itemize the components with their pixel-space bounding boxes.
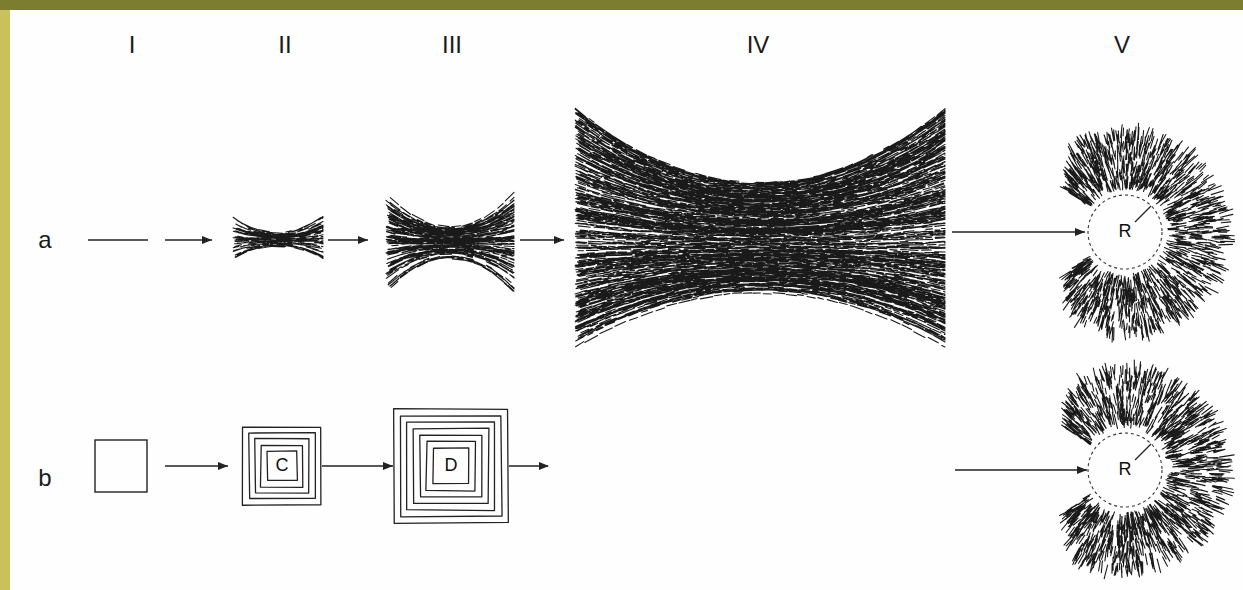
stage-arrow xyxy=(952,231,1085,233)
square-ring xyxy=(407,422,495,511)
arrow-head xyxy=(539,462,549,470)
stage-numeral: I xyxy=(129,32,136,58)
square-ring xyxy=(267,451,297,480)
dashed-circle xyxy=(1088,433,1162,507)
fiber-illustration xyxy=(233,108,1235,578)
node-letter: R xyxy=(1119,460,1132,480)
stage-numeral: II xyxy=(278,32,291,58)
square-ring xyxy=(249,433,316,499)
stage-numeral: IV xyxy=(747,32,770,58)
connector-line xyxy=(322,465,393,467)
node-letter: R xyxy=(1119,222,1132,242)
square-ring xyxy=(433,448,469,484)
dashed-circle xyxy=(1088,195,1162,269)
stage-line xyxy=(88,239,148,241)
stage-arrow xyxy=(165,465,228,467)
square-ring xyxy=(261,445,303,487)
stage-arrow xyxy=(520,239,564,241)
square-ring xyxy=(413,428,489,503)
node-letter: D xyxy=(445,456,458,476)
radius-line xyxy=(1135,444,1151,460)
row-letter: a xyxy=(38,227,51,253)
square-ring xyxy=(420,435,482,497)
stage-numeral: V xyxy=(1114,32,1130,58)
square-outline xyxy=(95,440,147,492)
row-letter: b xyxy=(38,465,51,491)
square-ring xyxy=(400,416,502,517)
fiber-bundle xyxy=(575,108,945,347)
fiber-bundle xyxy=(233,217,323,259)
concentric-square-node: C xyxy=(242,426,322,506)
fiber-bundle xyxy=(386,192,514,291)
connector-line xyxy=(509,466,1087,470)
square-ring xyxy=(255,439,309,494)
page-ground xyxy=(10,10,1243,590)
square-ring xyxy=(242,427,321,505)
stage-arrow xyxy=(509,462,1087,470)
concentric-square-node: D xyxy=(393,408,509,524)
lumen-node: R xyxy=(1087,194,1163,270)
node-letter: C xyxy=(275,456,288,476)
square-ring xyxy=(394,409,509,524)
radius-line xyxy=(1135,206,1151,222)
stage-arrow xyxy=(165,239,212,241)
frame-strip xyxy=(0,10,10,590)
fiber-ring xyxy=(1060,123,1235,342)
stage-numeral: III xyxy=(442,32,462,58)
connector-group xyxy=(322,462,1087,470)
stage-arrow xyxy=(328,239,368,241)
stage-arrow xyxy=(322,465,393,466)
square-ring xyxy=(426,441,476,491)
lumen-node: R xyxy=(1087,432,1163,508)
